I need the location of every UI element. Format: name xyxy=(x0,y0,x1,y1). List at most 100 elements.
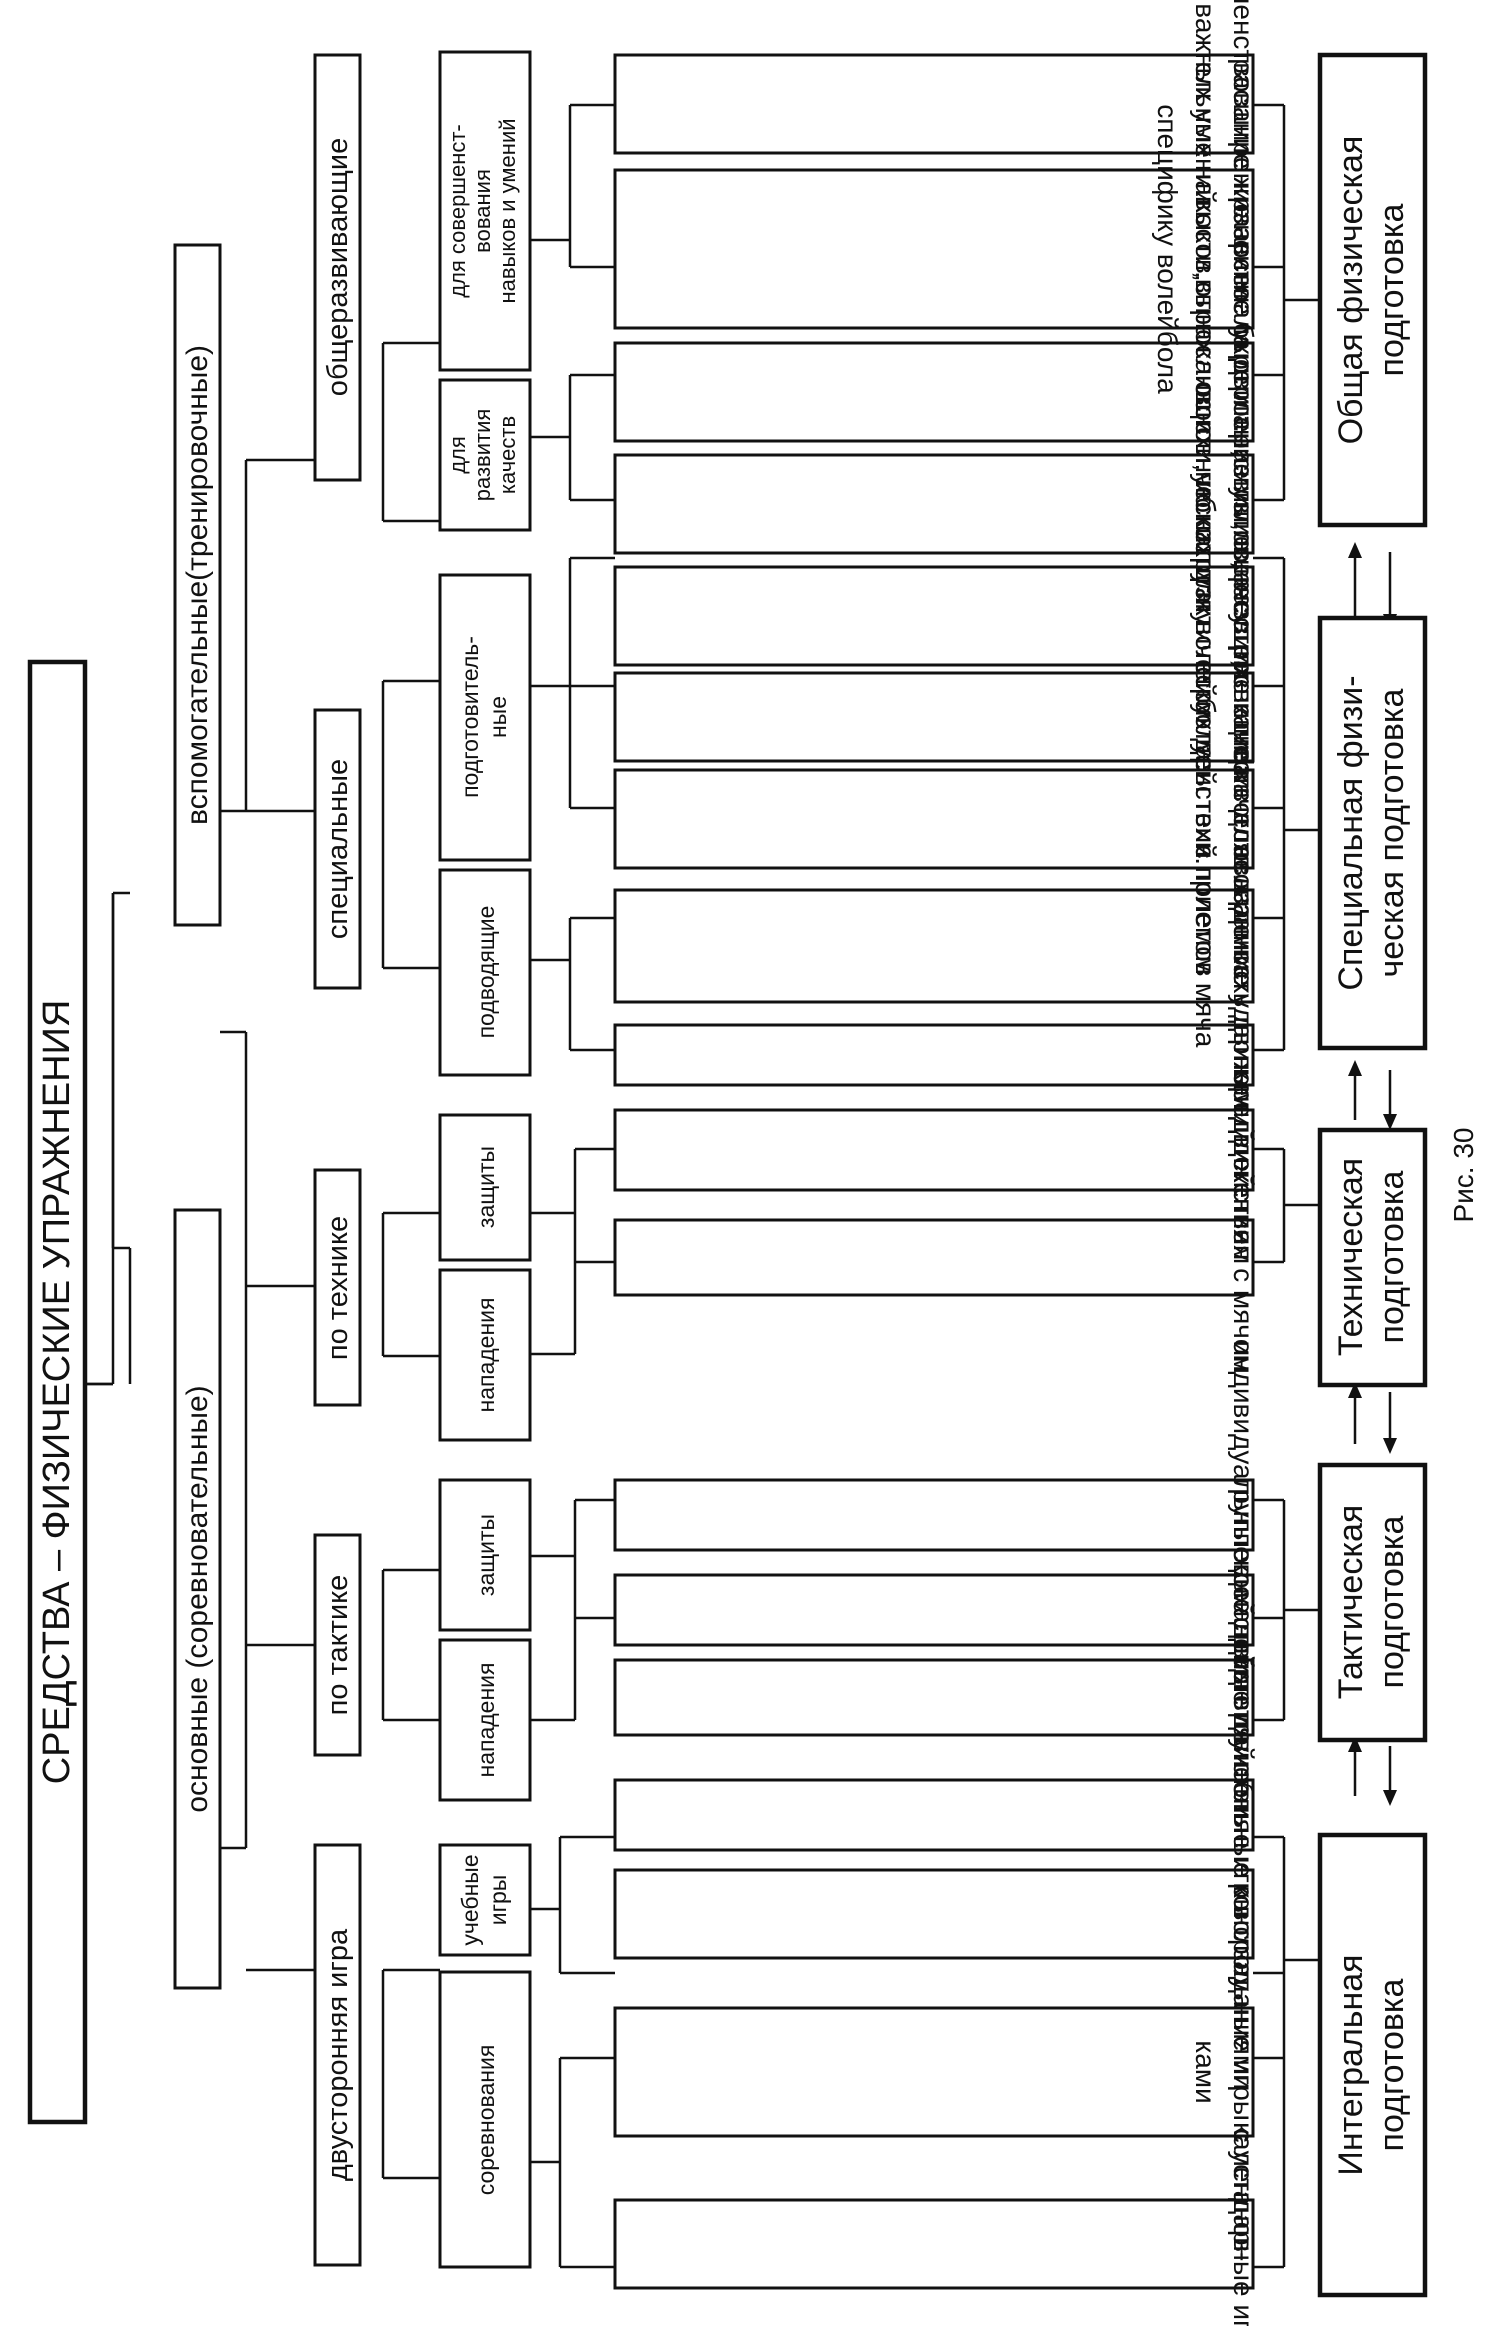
connector-lines xyxy=(85,103,1397,2269)
item-physical-dev-text-1: развитие быстроты,силы,лов- xyxy=(1228,197,1259,588)
item-tactical-dev-text-1: развитие качеств для xyxy=(1228,576,1259,857)
general-phys-training-box xyxy=(1317,52,1428,528)
general-label: общеразвивающие xyxy=(322,138,354,396)
labels: СРЕДСТВА – ФИЗИЧЕСКИЕ УПРАЖНЕНИЯ основны… xyxy=(36,0,1479,2331)
competitions-box xyxy=(438,1970,532,2269)
boxes xyxy=(27,50,1428,2298)
item-team-actions-text: командные действия xyxy=(1228,1560,1259,1834)
item-joints xyxy=(613,453,1255,555)
item-specific-dev xyxy=(613,565,1255,667)
item-group-actions-text: групповые действия xyxy=(1228,1478,1259,1742)
leading-label: подводящие xyxy=(473,906,499,1039)
item-individual-actions-text: индивидуальные действия xyxy=(1228,1340,1259,1689)
skills-box xyxy=(438,50,532,372)
dev-qualities-box xyxy=(438,378,532,532)
item-arsenal xyxy=(613,168,1255,330)
item-arsenal-text-2: тельных навыков,отражающих xyxy=(1190,49,1221,448)
item-striking-text: овладение ударным движением xyxy=(1228,846,1259,1264)
item-specific-dev-text-2: ческих для волейбола xyxy=(1190,471,1221,761)
skills-label-1: для совершенст- xyxy=(445,124,470,298)
special-phys-training-text-1: Специальная физи- xyxy=(1332,675,1370,990)
main-group-label: основные (соревновательные) xyxy=(181,1385,214,1812)
item-coordination xyxy=(613,888,1255,1004)
special-phys-training-text-2: ческая подготовка xyxy=(1373,688,1411,977)
skills-label-3: навыков и умений xyxy=(495,118,520,303)
item-physical-dev-text-2: кости,выносливости,гибкости xyxy=(1190,200,1221,583)
item-control-games-text-1: контрольные игры с установ- xyxy=(1228,1883,1259,2262)
item-movements-text: передвижения xyxy=(1228,1056,1259,1245)
item-preparatory-volley-text: подготовительные к вол-лу xyxy=(1228,1639,1259,1991)
item-arsenal-text-1: расширение арсенала двига- xyxy=(1228,58,1259,440)
skills-label-2: вования xyxy=(470,169,495,253)
two-sided-game-label: двусторонняя игра xyxy=(322,1928,354,2181)
item-tech-dev-text-2: структуры техн.приемов xyxy=(1190,661,1221,976)
tactic-attack-box xyxy=(438,1638,532,1802)
figure-caption: Рис. 30 xyxy=(1448,1127,1479,1222)
general-phys-training-text-1: Общая физическая xyxy=(1332,136,1370,445)
item-arsenal-text-3: специфику волейбола xyxy=(1152,104,1183,394)
dev-qualities-label-2: развития xyxy=(470,409,495,502)
item-tactical-dev-text-2: тактических действий xyxy=(1190,575,1221,858)
training-games-label-2: игры xyxy=(485,1875,511,1926)
title-box xyxy=(27,659,88,2125)
integral-training-text-2: подготовка xyxy=(1373,1978,1411,2151)
by-tactics-label: по тактике xyxy=(322,1575,354,1716)
technique-defense-box xyxy=(438,1113,532,1262)
item-calendar-games xyxy=(613,2198,1255,2290)
item-group-actions xyxy=(613,1573,1255,1647)
item-vital-text-2: важных умений xyxy=(1190,3,1221,204)
dev-qualities-label-1: для xyxy=(445,436,470,474)
tactical-training-text-1: Тактическая xyxy=(1332,1505,1370,1700)
item-training-tasks xyxy=(613,1868,1255,1960)
technique-defense-label: защиты xyxy=(473,1146,499,1228)
item-calendar-games-text: календарные игры xyxy=(1228,2122,1259,2326)
item-specific-dev-text-1: развитие качеств, специфи- xyxy=(1228,433,1259,799)
item-control-games-text-2: ками xyxy=(1190,2040,1221,2103)
item-ball-actions-text: действия с мячом xyxy=(1228,1140,1259,1373)
item-striking xyxy=(613,1023,1255,1087)
tactical-training-box xyxy=(1317,1462,1428,1743)
training-games-label-1: учебные xyxy=(457,1854,483,1945)
leading-box xyxy=(438,868,532,1077)
preparatory-label-2: ные xyxy=(485,696,511,738)
preparatory-box xyxy=(438,573,532,862)
auxiliary-group-label: вспомогательные(тренировочные) xyxy=(181,345,214,825)
item-tech-dev xyxy=(613,768,1255,870)
diagram-title: СРЕДСТВА – ФИЗИЧЕСКИЕ УПРАЖНЕНИЯ xyxy=(36,1000,78,1785)
tactic-attack-label: нападения xyxy=(473,1663,499,1778)
item-coordination-text-1: на согласованность движений xyxy=(1228,749,1259,1143)
integral-training-text-1: Интегральная xyxy=(1332,1954,1370,2175)
item-joints-text-2: основную нагрузку xyxy=(1190,382,1221,626)
special-box xyxy=(313,708,362,990)
dev-qualities-label-3: качеств xyxy=(495,416,520,494)
item-tech-dev-text-1: развитие качеств в рамках xyxy=(1228,645,1259,994)
training-games-box xyxy=(438,1843,532,1957)
item-vital xyxy=(613,53,1255,155)
item-team-actions xyxy=(613,1658,1255,1737)
general-box xyxy=(313,53,362,482)
by-tactics-box xyxy=(313,1533,362,1757)
technical-training-box xyxy=(1317,1127,1428,1388)
item-preparatory-volley xyxy=(613,1778,1255,1852)
by-technique-label: по технике xyxy=(322,1216,354,1360)
item-training-tasks-text: учебные игры с заданиями xyxy=(1228,1738,1259,2089)
special-phys-training-box xyxy=(1317,615,1428,1051)
main-group-box xyxy=(173,1208,222,1990)
integral-training-box xyxy=(1317,1832,1428,2298)
auxiliary-group-box xyxy=(173,243,222,927)
tactic-defense-box xyxy=(438,1478,532,1632)
item-movements xyxy=(613,1108,1255,1192)
technique-attack-box xyxy=(438,1268,532,1442)
item-tactical-dev xyxy=(613,671,1255,763)
preparatory-label-1: подготовитель- xyxy=(457,636,483,798)
item-individual-actions xyxy=(613,1478,1255,1552)
by-technique-box xyxy=(313,1168,362,1407)
item-coordination-text-2: с полетом мяча xyxy=(1190,845,1221,1048)
technical-training-text-1: Техническая xyxy=(1332,1158,1370,1356)
two-sided-game-box xyxy=(313,1843,362,2267)
tactic-defense-label: защиты xyxy=(473,1514,499,1596)
item-ball-actions xyxy=(613,1218,1255,1297)
technique-attack-label: нападения xyxy=(473,1298,499,1413)
